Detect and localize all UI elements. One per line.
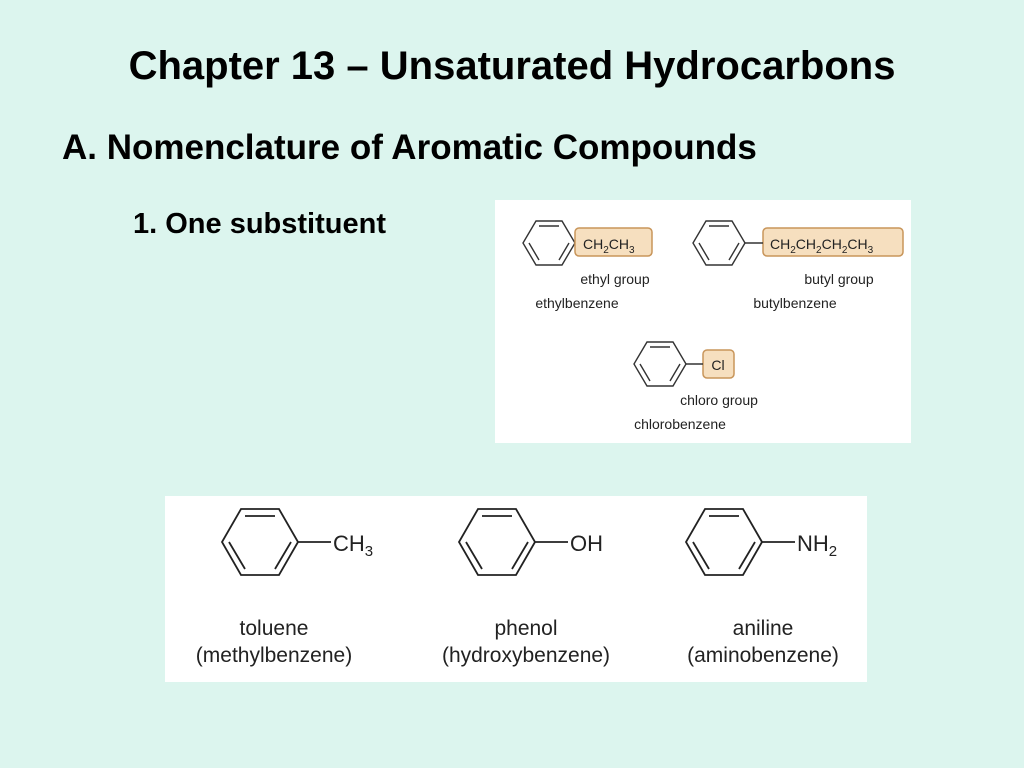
ring-double-bonds [228,515,292,570]
ring-double-bonds [692,515,756,570]
toluene-structure: CH3 toluene (methylbenzene) [196,508,373,667]
aniline-formula: NH2 [797,531,837,560]
butyl-formula: CH2CH2CH2CH3 [770,236,874,256]
benzene-ring [457,508,537,576]
butylbenzene-structure: CH2CH2CH2CH3 butyl group butylbenzene [692,220,904,311]
substituent-figure-svg: CH2CH3 ethyl group ethylbenzene CH2CH2CH… [522,220,904,432]
benzene-ring [220,508,300,576]
butyl-group-box [762,227,904,257]
butyl-group-label: butyl group [804,271,873,287]
ethylbenzene-structure: CH2CH3 ethyl group ethylbenzene [522,220,653,311]
ethyl-formula: CH2CH3 [583,236,635,256]
benzene-ring [633,341,687,387]
butylbenzene-label: butylbenzene [753,295,837,311]
phenol-structure: OH phenol (hydroxybenzene) [442,508,610,667]
common-names-figure: CH3 toluene (methylbenzene) OH phenol (h… [165,496,867,682]
ring-double-bonds [465,515,529,570]
ring-double-bonds [698,225,740,261]
aniline-name: aniline [733,617,794,640]
common-names-figure-svg: CH3 toluene (methylbenzene) OH phenol (h… [196,508,839,667]
benzene-ring [522,220,576,266]
section-heading: A. Nomenclature of Aromatic Compounds [62,128,757,167]
chloro-formula: Cl [711,357,724,373]
ring-double-bonds [528,225,570,261]
chlorobenzene-label: chlorobenzene [634,416,726,432]
phenol-alt-name: (hydroxybenzene) [442,644,610,667]
ethyl-group-box [574,227,653,257]
slide-title: Chapter 13 – Unsaturated Hydrocarbons [128,44,896,88]
chlorobenzene-structure: Cl chloro group chlorobenzene [633,341,758,432]
substituent-figure: CH2CH3 ethyl group ethylbenzene CH2CH2CH… [495,200,911,443]
ring-double-bonds [639,346,681,382]
aniline-structure: NH2 aniline (aminobenzene) [684,508,839,667]
phenol-name: phenol [494,617,557,640]
toluene-name: toluene [240,617,309,640]
ethyl-group-label: ethyl group [580,271,649,287]
chloro-group-label: chloro group [680,392,758,408]
benzene-ring [684,508,764,576]
subheading-one-substituent: 1. One substituent [133,208,386,240]
benzene-ring [692,220,746,266]
ethylbenzene-label: ethylbenzene [535,295,619,311]
phenol-formula: OH [570,531,603,556]
toluene-alt-name: (methylbenzene) [196,644,352,667]
aniline-alt-name: (aminobenzene) [687,644,839,667]
toluene-formula: CH3 [333,531,373,560]
